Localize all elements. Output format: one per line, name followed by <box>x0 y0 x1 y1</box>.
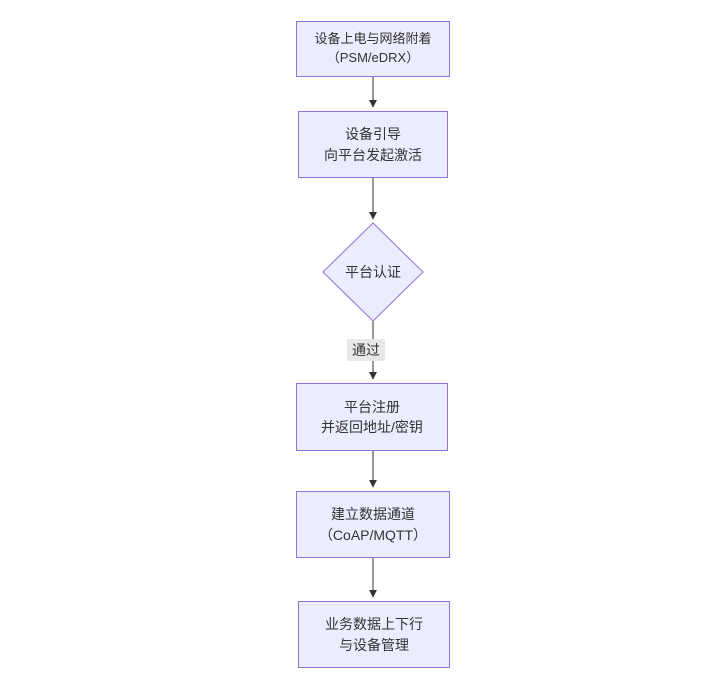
node-register-line1: 平台注册 <box>344 398 400 415</box>
node-register-line2: 并返回地址/密钥 <box>321 419 423 435</box>
node-power-on: 设备上电与网络附着 （PSM/eDRX） <box>296 21 450 77</box>
node-channel-line2: （CoAP/MQTT） <box>318 526 428 543</box>
node-bootstrap-line1: 设备引导 <box>345 126 401 143</box>
node-business-line2: 与设备管理 <box>339 636 409 653</box>
node-bootstrap: 设备引导 向平台发起激活 <box>298 111 448 178</box>
node-auth-label: 平台认证 <box>345 264 401 280</box>
node-business: 业务数据上下行 与设备管理 <box>298 601 450 668</box>
node-business-line1: 业务数据上下行 <box>325 616 423 633</box>
node-power-on-line1: 设备上电与网络附着 <box>314 31 432 47</box>
node-channel: 建立数据通道 （CoAP/MQTT） <box>296 491 450 558</box>
edge-auth-pass-label: 通过 <box>347 339 385 361</box>
node-channel-line1: 建立数据通道 <box>331 506 415 523</box>
node-register: 平台注册 并返回地址/密钥 <box>296 383 448 451</box>
node-power-on-line2: （PSM/eDRX） <box>326 50 420 65</box>
node-bootstrap-line2: 向平台发起激活 <box>324 146 422 163</box>
